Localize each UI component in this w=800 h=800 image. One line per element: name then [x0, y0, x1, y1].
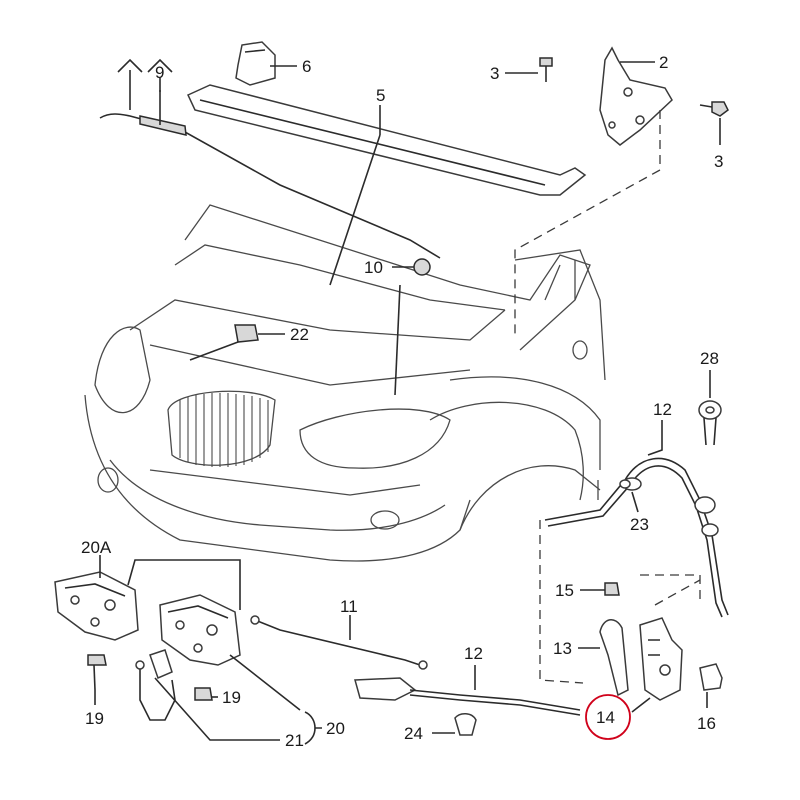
- callout-24: 24: [404, 724, 423, 743]
- part-3-bolt-top: [539, 57, 553, 82]
- part-3-bolt-right: [699, 101, 729, 117]
- part-22-bracket: [234, 324, 259, 343]
- part-10-clip: [394, 258, 431, 396]
- callout-20a: 20A: [81, 538, 112, 557]
- callout-3-top: 3: [490, 64, 499, 83]
- callout-15: 15: [555, 581, 574, 600]
- callout-12-bottom: 12: [464, 644, 483, 663]
- part-20-lock: [159, 594, 241, 666]
- callout-5: 5: [376, 86, 385, 105]
- reference-dashes: [514, 110, 701, 684]
- callout-19-center: 19: [222, 688, 241, 707]
- part-6-cap: [235, 41, 276, 86]
- callout-14: 14: [596, 708, 615, 727]
- part-9-hood-cable: [99, 58, 441, 259]
- callout-20: 20: [326, 719, 345, 738]
- callout-3-right: 3: [714, 152, 723, 171]
- callout-16: 16: [697, 714, 716, 733]
- highlight-circle-14: [585, 694, 631, 740]
- part-11-cable: [250, 615, 428, 670]
- part-5-hood-seal: [187, 84, 587, 196]
- part-21-switch: [135, 649, 176, 721]
- callout-21: 21: [285, 731, 304, 750]
- callout-2: 2: [659, 53, 668, 72]
- part-19-bolt-left: [87, 654, 107, 691]
- callout-9: 9: [155, 63, 164, 82]
- part-16-clip: [699, 663, 723, 691]
- callout-13: 13: [553, 639, 572, 658]
- callout-28: 28: [700, 349, 719, 368]
- callout-10: 10: [364, 258, 383, 277]
- callout-6: 6: [302, 57, 311, 76]
- part-28-grommet: [698, 400, 722, 446]
- callout-22: 22: [290, 325, 309, 344]
- part-19-bolt-center: [194, 687, 213, 701]
- part-20a-lock: [54, 571, 139, 641]
- callout-12-right: 12: [653, 400, 672, 419]
- part-13-rod: [599, 619, 629, 697]
- part-23-holder: [619, 479, 631, 489]
- callout-19-left: 19: [85, 709, 104, 728]
- callout-labels: 6 3 2 3 5 9 10 22 28 12 23 15 13 14 16 2…: [81, 53, 723, 750]
- part-15-screw: [604, 582, 620, 596]
- leader-lines: [94, 61, 721, 745]
- part-12-lever-bottom: [354, 677, 581, 716]
- car-front-body: [84, 204, 606, 562]
- part-14-latch: [639, 617, 683, 701]
- callout-23: 23: [630, 515, 649, 534]
- callout-11: 11: [340, 597, 358, 616]
- part-24-clip: [454, 713, 477, 736]
- part-2-hood-hinge: [599, 46, 673, 146]
